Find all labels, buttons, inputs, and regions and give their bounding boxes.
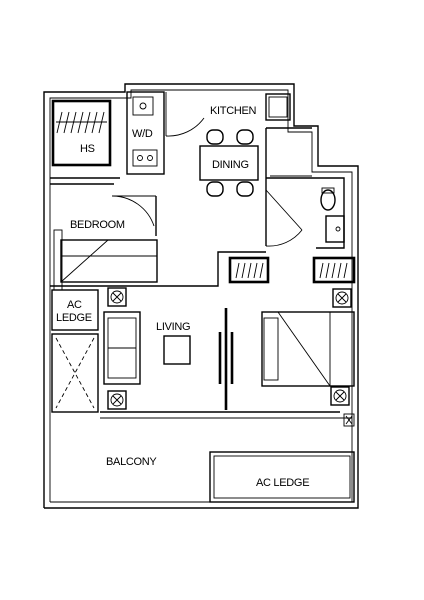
sliding-door bbox=[218, 308, 234, 410]
wardrobe-right bbox=[312, 256, 356, 284]
coffee-table bbox=[163, 335, 191, 365]
label-ac-ledge-bottom: AC LEDGE bbox=[256, 477, 309, 489]
label-ac-ledge-left-1: AC bbox=[67, 299, 82, 311]
label-ac-ledge-left-2: LEDGE bbox=[56, 312, 92, 324]
sofa bbox=[103, 311, 141, 385]
bedroom-walls bbox=[50, 177, 266, 287]
label-dining: DINING bbox=[212, 159, 249, 171]
wardrobe-left bbox=[228, 256, 270, 284]
ac-ledge-left bbox=[51, 289, 99, 413]
dining-set bbox=[199, 129, 259, 197]
label-hs: HS bbox=[80, 143, 95, 155]
label-balcony: BALCONY bbox=[106, 456, 157, 468]
bed bbox=[53, 229, 158, 291]
label-living: LIVING bbox=[156, 321, 190, 333]
master-bed bbox=[261, 311, 355, 387]
balcony bbox=[100, 411, 355, 427]
bathroom bbox=[265, 177, 345, 249]
kitchen-counter bbox=[126, 91, 165, 175]
label-bedroom: BEDROOM bbox=[70, 219, 125, 231]
fridge-inner bbox=[268, 96, 288, 118]
label-wd: W/D bbox=[132, 128, 153, 140]
label-kitchen: KITCHEN bbox=[210, 105, 257, 117]
ac-ledge-bottom bbox=[209, 451, 355, 503]
aircon-units bbox=[107, 287, 352, 410]
kitchen-partition bbox=[265, 127, 312, 246]
fridge bbox=[265, 93, 291, 121]
household-shelter bbox=[51, 99, 112, 167]
kitchen-door bbox=[165, 92, 205, 137]
